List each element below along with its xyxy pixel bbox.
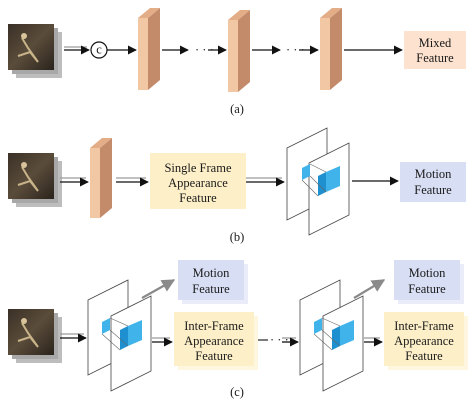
box-line: Single Frame: [164, 161, 231, 175]
conv-block: [320, 8, 342, 90]
concat-circle-icon: c: [90, 41, 108, 59]
caption-c: (c): [230, 385, 244, 399]
caption-b: (b): [230, 230, 245, 244]
box-line: Mixed: [419, 36, 452, 50]
panel-a: c · · · · · · Mixed Feature: [8, 8, 466, 116]
box-line: Inter-Frame: [394, 319, 454, 333]
box-line: Motion: [409, 266, 447, 280]
video-frame-image: [8, 153, 62, 207]
ellipsis: · · ·: [270, 333, 289, 347]
box-line: Appearance: [394, 334, 454, 348]
box-line: Appearance: [184, 334, 244, 348]
conv-block: [228, 10, 250, 92]
box-line: Feature: [416, 51, 454, 65]
panel-c: Motion Feature Inter-Frame Appearance Fe…: [8, 260, 468, 399]
correlation-plane: [286, 127, 350, 236]
box-line: Feature: [408, 282, 446, 296]
motion-feature-box: Motion Feature: [178, 260, 248, 304]
box-line: Inter-Frame: [184, 319, 244, 333]
box-line: Feature: [414, 183, 452, 197]
box-line: Feature: [405, 349, 443, 363]
panel-b: Single Frame Appearance Feature Motion F…: [8, 127, 466, 244]
correlation-plane: [299, 279, 364, 392]
ellipsis: · · ·: [286, 43, 305, 57]
box-line: Motion: [415, 167, 453, 181]
mixed-feature-box: Mixed Feature: [404, 31, 466, 69]
box-line: Feature: [179, 191, 217, 205]
conv-block: [90, 138, 112, 218]
inter-frame-appearance-box: Inter-Frame Appearance Feature: [174, 312, 258, 370]
motion-feature-box: Motion Feature: [400, 162, 466, 202]
conv-block: [138, 8, 160, 90]
box-line: Motion: [193, 266, 231, 280]
inter-frame-appearance-box: Inter-Frame Appearance Feature: [384, 312, 468, 370]
video-frame-image: [8, 309, 62, 363]
caption-a: (a): [230, 102, 244, 116]
concat-symbol: c: [96, 43, 102, 57]
box-line: Appearance: [168, 176, 228, 190]
box-line: Feature: [195, 349, 233, 363]
video-frame-image: [8, 24, 62, 78]
single-frame-appearance-box: Single Frame Appearance Feature: [150, 153, 246, 209]
ellipsis: · · ·: [195, 43, 214, 57]
box-line: Feature: [192, 282, 230, 296]
motion-feature-box: Motion Feature: [394, 260, 464, 304]
correlation-plane: [87, 279, 152, 392]
